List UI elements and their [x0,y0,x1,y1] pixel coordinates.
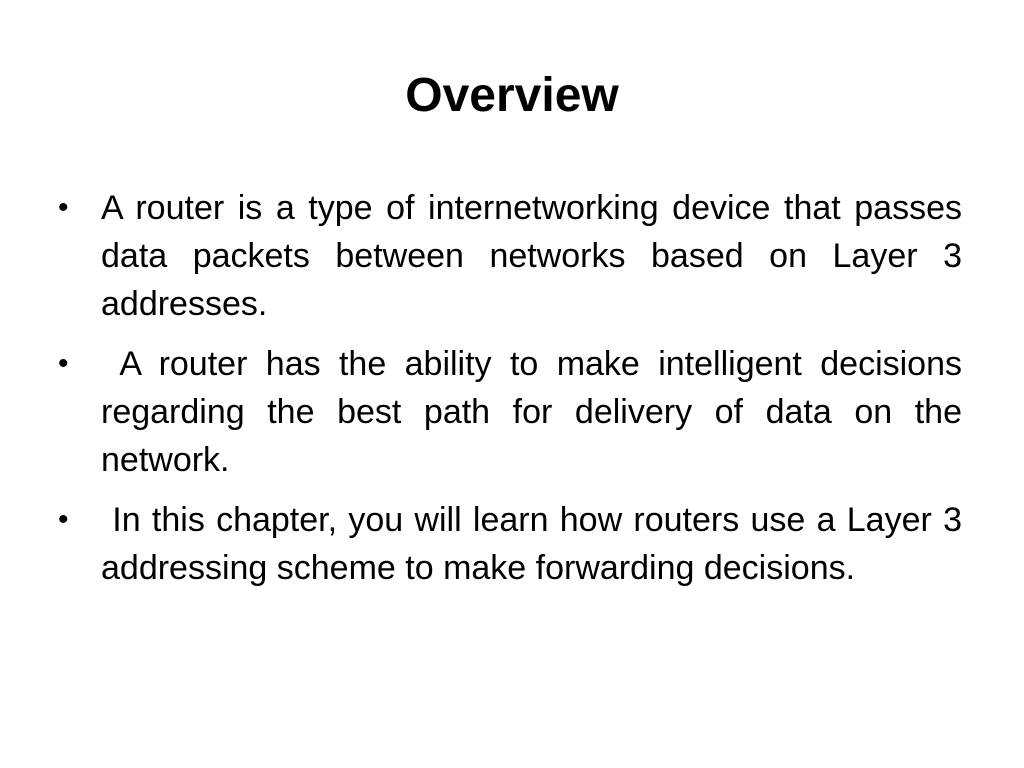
bullet-item: • A router is a type of internetworking … [58,184,962,328]
bullet-marker: • [58,347,69,380]
bullet-text: A router is a type of internetworking de… [101,189,972,323]
bullet-marker: • [58,503,69,536]
bullet-text: A router has the ability to make intelli… [101,345,972,479]
bullet-item: • A router has the ability to make intel… [58,340,962,484]
bullet-marker: • [58,191,69,224]
slide-title: Overview [405,69,619,122]
bullet-text: In this chapter, you will learn how rout… [101,501,972,587]
bullet-item: • In this chapter, you will learn how ro… [58,496,962,592]
bullet-list: • A router is a type of internetworking … [58,184,962,604]
